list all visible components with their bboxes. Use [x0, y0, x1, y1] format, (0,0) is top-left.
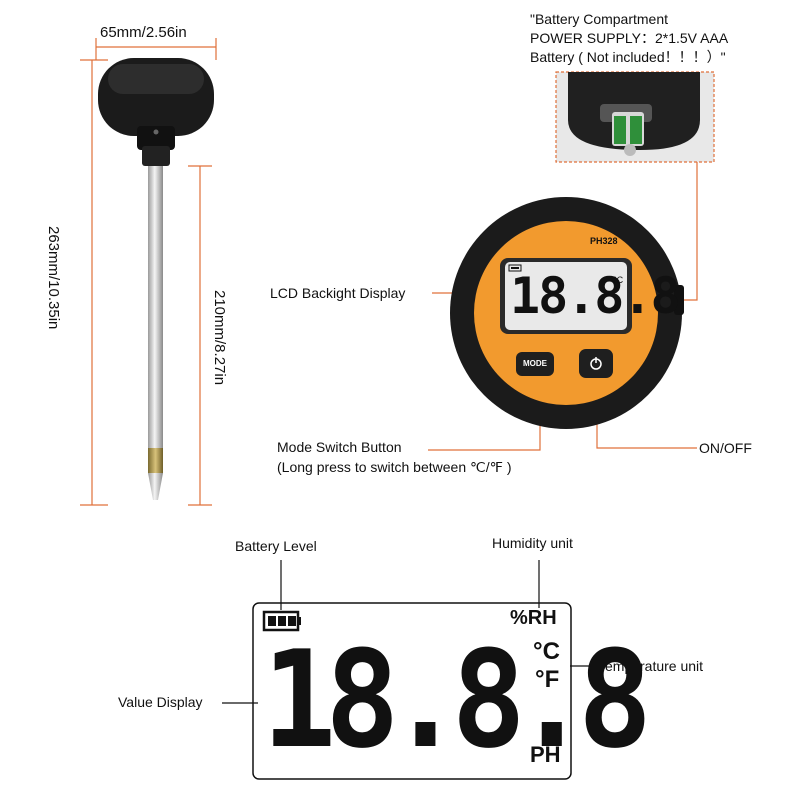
lcd-digits: 18.8.8: [262, 622, 652, 778]
total-length-label: 263mm/10.35in: [45, 226, 62, 330]
battery-note-line1: "Battery Compartment: [530, 11, 669, 27]
device-lcd-unit: °C: [613, 275, 624, 285]
celsius-unit: °C: [533, 638, 560, 665]
device-body: [450, 197, 684, 429]
on-off-label: ON/OFF: [699, 440, 752, 456]
battery-level-label: Battery Level: [235, 538, 317, 554]
device-lcd-value: 18.8.8: [510, 267, 681, 325]
battery-note-line3: Battery ( Not included！！！）": [530, 49, 726, 65]
lcd-backlight-label: LCD Backight Display: [270, 285, 406, 301]
battery-compartment-photo: [555, 71, 715, 163]
mode-switch-line1: Mode Switch Button: [277, 439, 402, 455]
lcd-detail-outline: [252, 602, 572, 780]
model-label: PH328: [590, 236, 618, 246]
battery-note-line2: POWER SUPPLY：2*1.5V AAA: [530, 30, 729, 46]
probe-shaft: [148, 166, 163, 500]
mode-switch-label: Mode Switch Button (Long press to switch…: [277, 437, 511, 477]
power-button[interactable]: [579, 349, 613, 378]
fahrenheit-unit: °F: [535, 666, 560, 693]
total-length-dimension-line: [80, 59, 108, 506]
lcd-callout-lines: [222, 560, 595, 704]
probe-head: [98, 58, 214, 166]
mode-button[interactable]: MODE: [523, 359, 547, 368]
probe-length-dimension-line: [188, 165, 212, 506]
battery-note: "Battery Compartment POWER SUPPLY：2*1.5V…: [530, 10, 728, 67]
rh-unit: %RH: [510, 607, 557, 629]
temperature-unit-label: Temperature unit: [598, 658, 704, 674]
probe-length-label: 210mm/8.27in: [211, 290, 228, 386]
humidity-unit-label: Humidity unit: [492, 535, 573, 551]
width-label: 65mm/2.56in: [100, 24, 187, 41]
ph-unit: PH: [530, 742, 561, 767]
width-dimension-line: [95, 38, 217, 60]
mode-switch-line2: (Long press to switch between ℃/℉ ): [277, 459, 512, 475]
value-display-label: Value Display: [118, 694, 203, 710]
